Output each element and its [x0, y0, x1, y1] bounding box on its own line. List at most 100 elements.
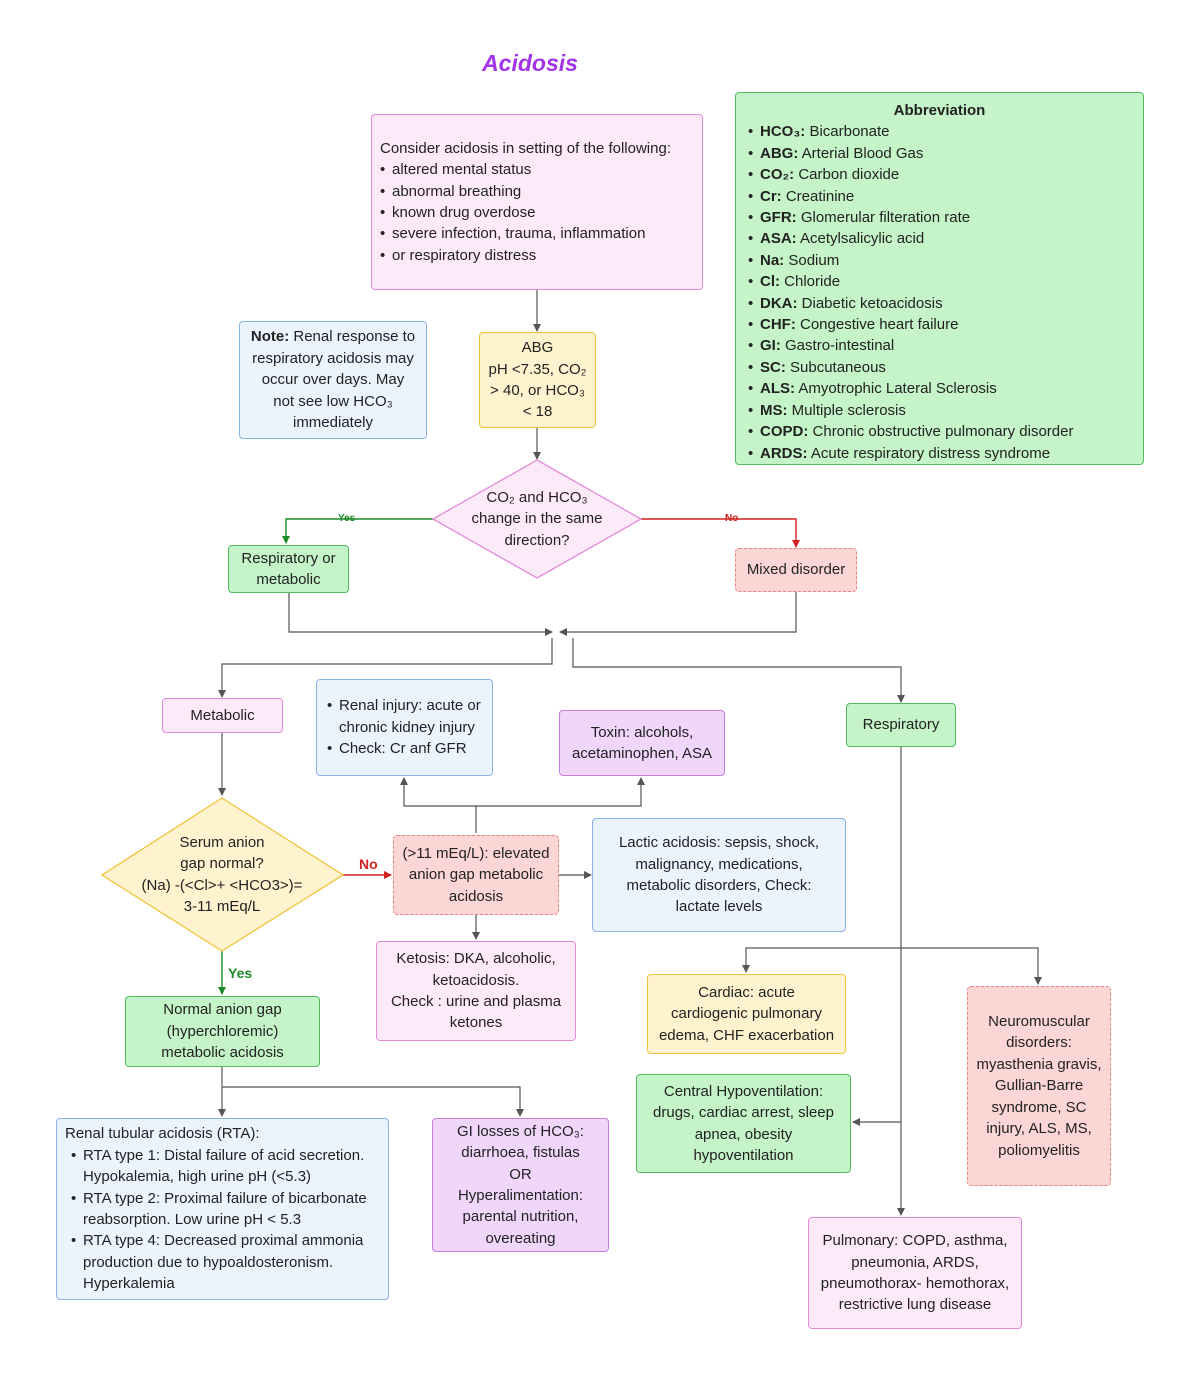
text-line: edema, CHF exacerbation — [658, 1026, 835, 1044]
text-line: OR — [509, 1165, 532, 1183]
abbreviation-item: ALS: Amyotrophic Lateral Sclerosis — [748, 378, 1073, 400]
abbreviation-definition: Chloride — [784, 273, 841, 291]
abbreviation-term: Cr: — [760, 187, 782, 205]
text-line: Ketosis: DKA, alcoholic, — [396, 950, 556, 968]
text-line: > 40, or HCO₃ — [490, 382, 585, 399]
text-line: acidosis — [448, 887, 504, 905]
list-item: known drug overdose — [380, 202, 645, 224]
abbreviation-list: HCO₃: BicarbonateABG: Arterial Blood Gas… — [748, 121, 1073, 464]
abbreviation-definition: Subcutaneous — [790, 358, 886, 376]
anion-no-label: No — [359, 856, 378, 872]
text-line: gap normal? — [180, 855, 264, 873]
list-item: RTA type 2: Proximal failure of bicarbon… — [71, 1188, 380, 1231]
text-line: anion gap metabolic — [408, 866, 544, 884]
abbreviation-heading: Abbreviation — [893, 102, 986, 119]
text-line: Check : urine and plasma — [390, 993, 562, 1010]
text-line: poliomyelitis — [998, 1141, 1080, 1159]
note-line: respiratory acidosis may — [252, 349, 414, 367]
text-line: Cardiac: acute — [698, 983, 795, 1001]
abbreviation-term: GFR: — [760, 209, 797, 227]
list-item: Renal injury: acute or chronic kidney in… — [327, 695, 482, 738]
abbreviation-item: CO₂: Carbon dioxide — [748, 164, 1073, 186]
text-line: acetaminophen, ASA — [571, 745, 713, 762]
abbreviation-item: ABG: Arterial Blood Gas — [748, 143, 1073, 165]
text-line: myasthenia gravis, — [976, 1055, 1102, 1073]
text-line: Lactic acidosis: sepsis, shock, — [618, 834, 820, 852]
text-line: (>11 mEq/L): elevated — [402, 844, 550, 862]
text-line: Respiratory or — [241, 549, 336, 567]
mixed-disorder-box: Mixed disorder — [735, 548, 857, 592]
abg-box: ABG pH <7.35, CO₂ > 40, or HCO₃ < 18 — [479, 332, 596, 428]
abbreviation-item: DKA: Diabetic ketoacidosis — [748, 293, 1073, 315]
text-line: Pulmonary: COPD, asthma, — [822, 1232, 1008, 1250]
abbreviation-definition: Acute respiratory distress syndrome — [810, 444, 1051, 462]
abbreviation-term: HCO₃: — [760, 123, 806, 141]
text-line: < 18 — [522, 403, 553, 421]
abbreviation-term: ASA: — [760, 230, 797, 248]
text-line: parental nutrition, — [462, 1208, 579, 1226]
list-item: Check: Cr anf GFR — [327, 738, 482, 760]
abbreviation-item: Cr: Creatinine — [748, 186, 1073, 208]
text-line: injury, ALS, MS, — [986, 1120, 1092, 1138]
metabolic-box: Metabolic — [162, 698, 283, 733]
note-line: Renal response to — [293, 328, 416, 346]
elevated-anion-gap-box: (>11 mEq/L): elevated anion gap metabolic… — [393, 835, 559, 915]
note-line: immediately — [292, 414, 374, 432]
abbreviation-definition: Creatinine — [785, 187, 855, 205]
abbreviation-item: GI: Gastro-intestinal — [748, 335, 1073, 357]
text-line: 3-11 mEq/L — [183, 898, 261, 916]
text-line: (hyperchloremic) — [166, 1022, 279, 1040]
page-title: Acidosis — [482, 50, 578, 76]
abbreviation-term: SC: — [760, 358, 786, 376]
text-line: syndrome, SC — [991, 1098, 1087, 1116]
abbreviation-term: Cl: — [760, 273, 780, 291]
abbreviation-item: Na: Sodium — [748, 250, 1073, 272]
text-line: pH <7.35, CO₂ — [488, 360, 587, 378]
abbreviation-definition: Glomerular filteration rate — [800, 209, 971, 227]
abbreviation-term: CHF: — [760, 316, 796, 334]
abbreviation-definition: Congestive heart failure — [800, 316, 959, 334]
text-line: direction? — [504, 531, 570, 549]
abbreviation-term: ALS: — [760, 380, 795, 398]
abbreviation-term: MS: — [760, 401, 788, 419]
toxin-box: Toxin: alcohols, acetaminophen, ASA — [559, 710, 725, 776]
lactic-acidosis-box: Lactic acidosis: sepsis, shock,malignanc… — [592, 818, 846, 932]
rta-list: RTA type 1: Distal failure of acid secre… — [65, 1145, 380, 1295]
text-line: pneumonia, ARDS, — [851, 1253, 979, 1271]
abbreviation-definition: Gastro-intestinal — [785, 337, 895, 355]
no-label: No — [725, 513, 739, 524]
text-line: GI losses of HCO₃: — [457, 1122, 584, 1140]
abbreviation-term: ARDS: — [760, 444, 808, 462]
list-item: RTA type 4: Decreased proximal ammonia p… — [71, 1230, 380, 1294]
text-line: metabolic disorders, Check: — [626, 877, 812, 894]
abbreviation-item: Cl: Chloride — [748, 271, 1073, 293]
text-line: Gullian-Barre — [994, 1077, 1084, 1095]
text-line: restrictive lung disease — [838, 1296, 992, 1314]
text-line: ABG — [521, 339, 554, 357]
normal-anion-gap-box: Normal anion gap(hyperchloremic)metaboli… — [125, 996, 320, 1067]
text-line: change in the same — [471, 510, 603, 528]
abbreviation-panel: Abbreviation HCO₃: BicarbonateABG: Arter… — [735, 92, 1144, 465]
text-line: cardiogenic pulmonary — [671, 1005, 822, 1023]
rta-intro: Renal tubular acidosis (RTA): — [65, 1125, 260, 1143]
central-hypoventilation-box: Central Hypoventilation:drugs, cardiac a… — [636, 1074, 851, 1173]
cardiac-box: Cardiac: acute cardiogenic pulmonary edema… — [647, 974, 846, 1054]
ketosis-box: Ketosis: DKA, alcoholic,ketoacidosis.Che… — [376, 941, 576, 1041]
abbreviation-definition: Acetylsalicylic acid — [800, 230, 925, 248]
abbreviation-definition: Sodium — [788, 251, 840, 269]
list-item: severe infection, trauma, inflammation — [380, 223, 645, 245]
text-line: diarrhoea, fistulas — [461, 1144, 580, 1162]
consider-intro: Consider acidosis in setting of the foll… — [380, 139, 671, 157]
list-item: RTA type 1: Distal failure of acid secre… — [71, 1145, 380, 1188]
text-line: Toxin: alcohols, — [590, 723, 694, 741]
text-line: overeating — [485, 1229, 556, 1247]
note-line: not see low HCO₃ — [273, 392, 393, 410]
abbreviation-definition: Diabetic ketoacidosis — [801, 294, 943, 312]
abbreviation-definition: Chronic obstructive pulmonary disorder — [812, 423, 1074, 441]
